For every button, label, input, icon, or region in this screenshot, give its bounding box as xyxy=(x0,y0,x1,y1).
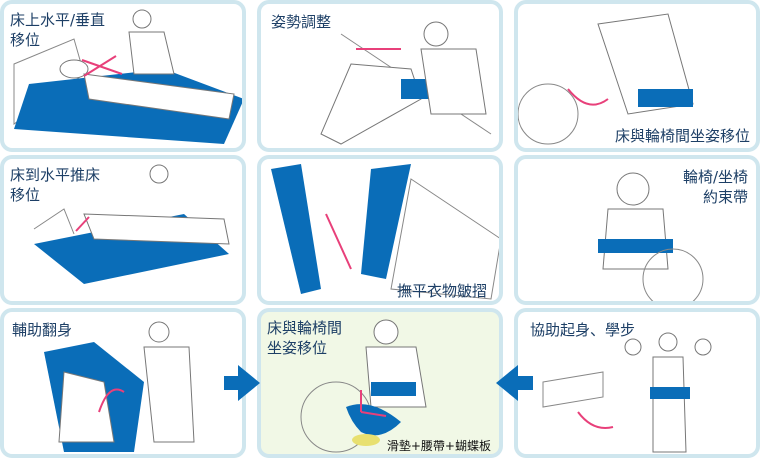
panel-posture-adjustment: 姿勢調整 xyxy=(257,0,503,152)
panel-assisted-turning: 輔助翻身 xyxy=(0,308,246,458)
panel-label: 床到水平推床 xyxy=(10,166,101,184)
panel-assisted-standing-walking: 協助起身、學步 xyxy=(514,308,760,458)
panel-bed-horizontal-vertical-transfer: 床上水平/垂直 移位 xyxy=(0,0,246,152)
arrow-icon xyxy=(325,213,352,270)
panel-label: 床與輪椅間坐姿移位 xyxy=(614,127,750,145)
glove-left xyxy=(271,164,321,294)
panel-label: 移位 xyxy=(10,31,41,49)
posture-adjustment-illustration xyxy=(320,21,492,145)
stretcher-transfer-illustration xyxy=(33,164,230,284)
restraint-belt-illustration xyxy=(598,172,704,301)
panel-label: 輔助翻身 xyxy=(12,321,73,339)
panel-bed-to-stretcher-transfer: 床到水平推床 移位 xyxy=(0,155,246,305)
panel-label: 協助起身、學步 xyxy=(530,321,636,339)
waist-belt xyxy=(371,382,416,396)
panel-label: 輪椅/坐椅 xyxy=(682,168,748,186)
walking-illustration xyxy=(542,332,712,453)
curved-arrow-icon xyxy=(577,411,614,429)
curved-arrow-icon xyxy=(98,388,125,413)
featured-transfer-illustration xyxy=(300,319,427,453)
equipment-caption: 滑墊+腰帶+蝴蝶板 xyxy=(386,439,491,453)
panel-label: 坐姿移位 xyxy=(267,339,328,357)
panel-featured-seated-transfer: 床與輪椅間 坐姿移位 滑墊+腰帶+蝴蝶板 xyxy=(257,308,503,458)
panel-wheelchair-restraint-belt: 輪椅/坐椅 約束帶 xyxy=(514,155,760,305)
panel-label: 移位 xyxy=(10,186,41,204)
move-arrows-icon xyxy=(81,55,123,77)
restraint-belt xyxy=(598,239,673,253)
bed-transfer-illustration xyxy=(13,9,242,144)
glove-right xyxy=(361,164,411,279)
panel-label: 姿勢調整 xyxy=(271,13,332,31)
seated-transfer-illustration xyxy=(518,13,694,145)
panel-label: 床上水平/垂直 xyxy=(10,11,106,29)
curved-arrow-icon xyxy=(567,88,609,106)
gait-belt xyxy=(650,387,690,399)
turning-illustration xyxy=(44,321,195,452)
butterfly-board xyxy=(346,404,401,436)
move-arrows-icon xyxy=(360,390,387,417)
arrow-icon xyxy=(75,216,90,232)
panel-label: 床與輪椅間 xyxy=(267,319,343,337)
smooth-wrinkles-illustration xyxy=(271,164,499,300)
panel-smooth-clothing-wrinkles: 撫平衣物皺摺 xyxy=(257,155,503,305)
panel-label: 約束帶 xyxy=(702,188,748,206)
panel-bed-wheelchair-seated-transfer: 床與輪椅間坐姿移位 xyxy=(514,0,760,152)
panel-label: 撫平衣物皺摺 xyxy=(396,282,487,300)
